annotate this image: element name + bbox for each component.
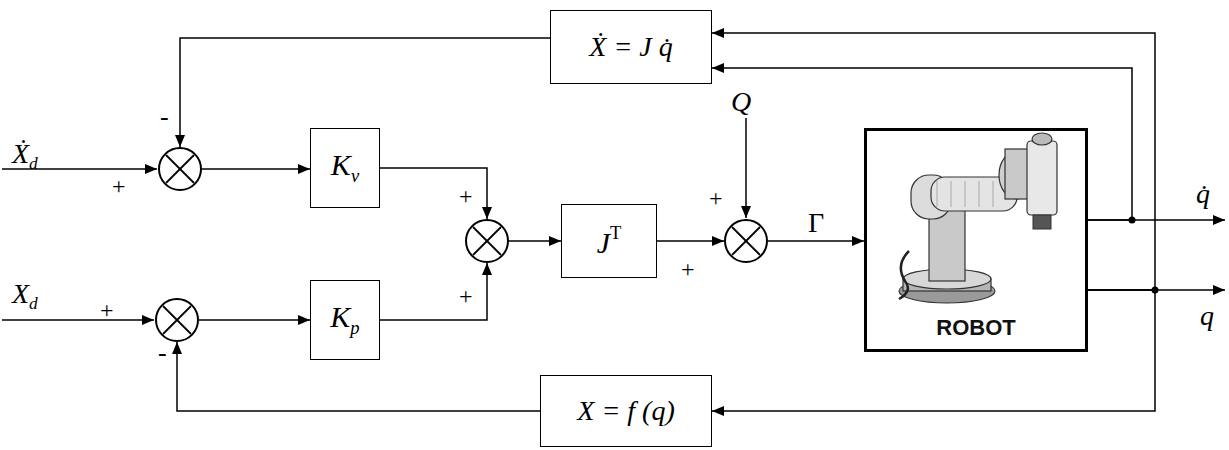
robot-ridge: [951, 181, 952, 207]
sign-label: +: [459, 284, 473, 308]
summing-junction: [724, 219, 768, 263]
block-formula: Kp: [330, 302, 359, 337]
robot-forearm: [1005, 149, 1029, 199]
sign-label: +: [112, 174, 126, 198]
robot-cable: [899, 251, 909, 299]
cross-stroke: [473, 227, 501, 255]
summing-cross: [467, 221, 507, 261]
signal-name: Ẋd: [12, 140, 38, 172]
robot-ridge: [993, 181, 994, 207]
robot-box: ROBOT: [864, 128, 1088, 352]
summing-junction: [465, 219, 509, 263]
robot-illustration: [867, 131, 1085, 311]
cross-stroke: [166, 155, 194, 183]
signal-wire: [380, 168, 487, 219]
block-formula: X = f (q): [577, 397, 674, 425]
signal-wire: [199, 319, 310, 321]
signal-name: Xd: [12, 280, 38, 312]
signal-name: Q: [731, 88, 751, 116]
summing-junction: [158, 147, 202, 191]
signal-wire: [509, 240, 561, 242]
cross-stroke: [163, 306, 191, 334]
cross-stroke: [166, 155, 194, 183]
cross-stroke: [732, 227, 760, 255]
cross-stroke: [163, 306, 191, 334]
robot-ridge: [937, 181, 938, 207]
disturbance-wire: [745, 118, 747, 218]
block-formula: JT: [597, 224, 622, 258]
signal-wire: [380, 263, 487, 320]
transpose-box: JT: [561, 204, 657, 278]
kinematics-box: X = f (q): [540, 375, 712, 447]
summing-cross: [160, 149, 200, 189]
block-formula: Kv: [331, 150, 359, 185]
robot-name: ROBOT: [936, 315, 1015, 341]
cross-stroke: [732, 227, 760, 255]
signal-wire: [202, 168, 310, 170]
summing-junction: [155, 298, 199, 342]
robot-gripper: [1032, 133, 1052, 145]
robot-wrist: [1027, 141, 1057, 215]
sign-label: +: [681, 257, 695, 281]
summing-cross: [726, 221, 766, 261]
summing-cross: [157, 300, 197, 340]
sign-label: +: [459, 184, 473, 208]
sign-label: -: [160, 104, 169, 130]
robot-ridge: [965, 181, 966, 207]
cross-stroke: [473, 227, 501, 255]
signal-name: Γ: [806, 209, 826, 237]
signal-name: q: [1200, 302, 1214, 330]
transform-box: Ẋ = J q̇: [550, 10, 712, 84]
gain-box: Kv: [310, 128, 380, 208]
signal-wire: [657, 240, 724, 242]
sign-label: +: [709, 186, 723, 210]
input-wire: [2, 319, 154, 321]
robot-ridge: [979, 181, 980, 207]
sign-label: -: [158, 340, 167, 366]
block-formula: Ẋ = J q̇: [589, 33, 672, 61]
signal-wire: [768, 240, 864, 242]
signal-name: q̇: [1196, 180, 1210, 208]
robot-gripper: [1033, 215, 1051, 229]
gain-box: Kp: [310, 280, 380, 360]
sign-label: +: [100, 298, 114, 322]
